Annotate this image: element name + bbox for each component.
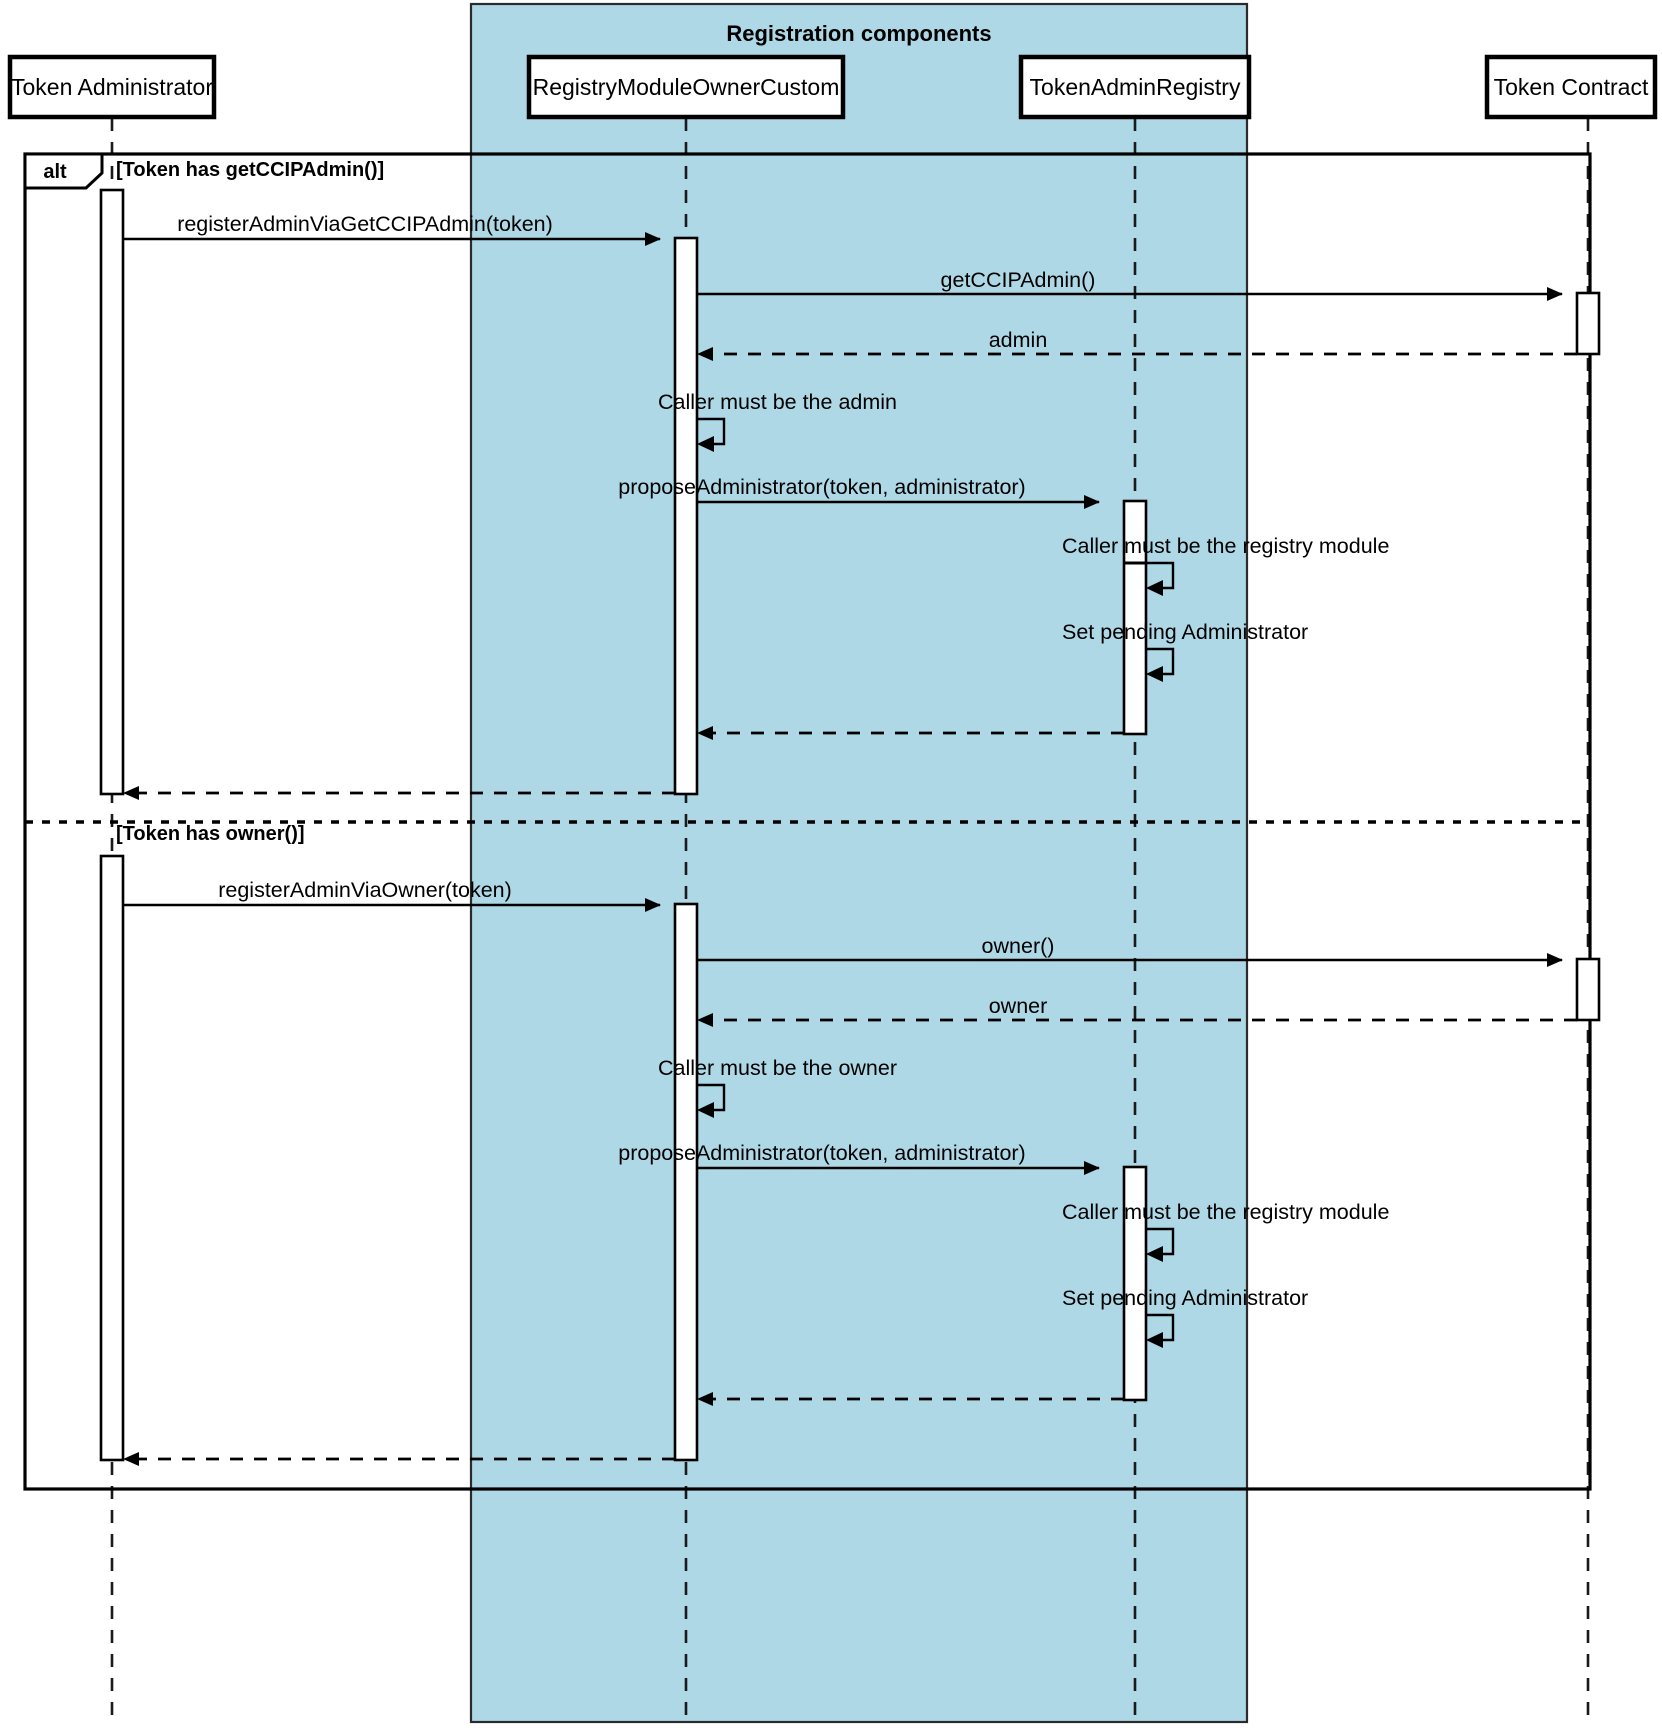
participant-label-registry-module-owner-custom: RegistryModuleOwnerCustom <box>533 74 840 100</box>
message-label-caller-must-be-owner: Caller must be the owner <box>658 1056 897 1080</box>
message-selfcall-set-pending-administrator-2 <box>1146 1313 1175 1342</box>
message-selfcall-caller-must-be-admin <box>697 417 726 446</box>
activation-token-contract-2 <box>1575 957 1601 1022</box>
participant-box-token-admin-registry[interactable] <box>1018 54 1252 120</box>
arrowhead-set-pending-administrator-2 <box>1146 1332 1163 1348</box>
message-label-admin-return: admin <box>989 328 1048 352</box>
arrowhead-caller-must-be-registry-module-2 <box>1146 1246 1163 1262</box>
alt-fragment-tab <box>23 152 104 190</box>
arrowhead-return-to-registry-module-2 <box>697 1392 713 1406</box>
message-selfcall-caller-must-be-registry-module-2 <box>1146 1227 1175 1256</box>
message-label-caller-must-be-registry-module-2: Caller must be the registry module <box>1062 1200 1389 1224</box>
message-label-propose-administrator-1: proposeAdministrator(token, administrato… <box>618 475 1025 499</box>
message-label-owner-return: owner <box>989 994 1048 1018</box>
group-box-registration-components <box>469 2 1249 1724</box>
activation-token-administrator-2 <box>99 854 125 1462</box>
message-label-caller-must-be-admin: Caller must be the admin <box>658 390 897 414</box>
participant-box-token-contract[interactable] <box>1484 54 1658 120</box>
arrowhead-caller-must-be-owner <box>697 1102 714 1118</box>
arrowhead-owner-return <box>697 1013 713 1027</box>
activation-token-admin-registry-1 <box>1122 499 1148 736</box>
arrowhead-return-to-registry-module-1 <box>697 726 713 740</box>
activation-token-contract-1 <box>1575 291 1601 356</box>
arrowhead-caller-must-be-admin <box>697 436 714 452</box>
arrowhead-caller-must-be-registry-module-1 <box>1146 580 1163 596</box>
message-label-set-pending-administrator-1: Set pending Administrator <box>1062 620 1308 644</box>
arrowhead-return-to-token-administrator-1 <box>123 786 139 800</box>
activation-registry-module-2 <box>673 902 699 1462</box>
message-selfcall-set-pending-administrator-1 <box>1146 647 1175 676</box>
activation-token-admin-registry-2 <box>1122 1165 1148 1402</box>
message-label-set-pending-administrator-2: Set pending Administrator <box>1062 1286 1308 1310</box>
participant-box-token-administrator[interactable] <box>7 54 217 120</box>
participant-box-registry-module-owner-custom[interactable] <box>526 54 846 120</box>
message-label-register-admin-via-getccipadmin: registerAdminViaGetCCIPAdmin(token) <box>177 212 553 236</box>
message-label-register-admin-via-owner: registerAdminViaOwner(token) <box>218 878 512 902</box>
arrowhead-set-pending-administrator-1 <box>1146 666 1163 682</box>
message-label-owner-call: owner() <box>982 934 1055 958</box>
participant-label-token-administrator: Token Administrator <box>11 74 213 100</box>
participant-label-token-contract: Token Contract <box>1494 74 1649 100</box>
selfcall-outline-registry-module-1 <box>1146 561 1175 590</box>
participant-label-token-admin-registry: TokenAdminRegistry <box>1030 74 1241 100</box>
arrowhead-admin-return <box>697 347 713 361</box>
activation-registry-module-1 <box>673 236 699 796</box>
activation-token-administrator-1 <box>99 188 125 796</box>
arrowhead-return-to-token-administrator-2 <box>123 1452 139 1466</box>
message-label-getccipadmin: getCCIPAdmin() <box>941 268 1096 292</box>
message-label-caller-must-be-registry-module-1: Caller must be the registry module <box>1062 534 1389 558</box>
alt-branch-1-condition: [Token has getCCIPAdmin()] <box>116 159 384 181</box>
message-label-propose-administrator-2: proposeAdministrator(token, administrato… <box>618 1141 1025 1165</box>
alt-branch-2-condition: [Token has owner()] <box>116 823 305 845</box>
message-selfcall-caller-must-be-owner <box>697 1083 726 1112</box>
group-box-title: Registration components <box>726 21 991 46</box>
alt-fragment-tab-label: alt <box>43 161 67 183</box>
